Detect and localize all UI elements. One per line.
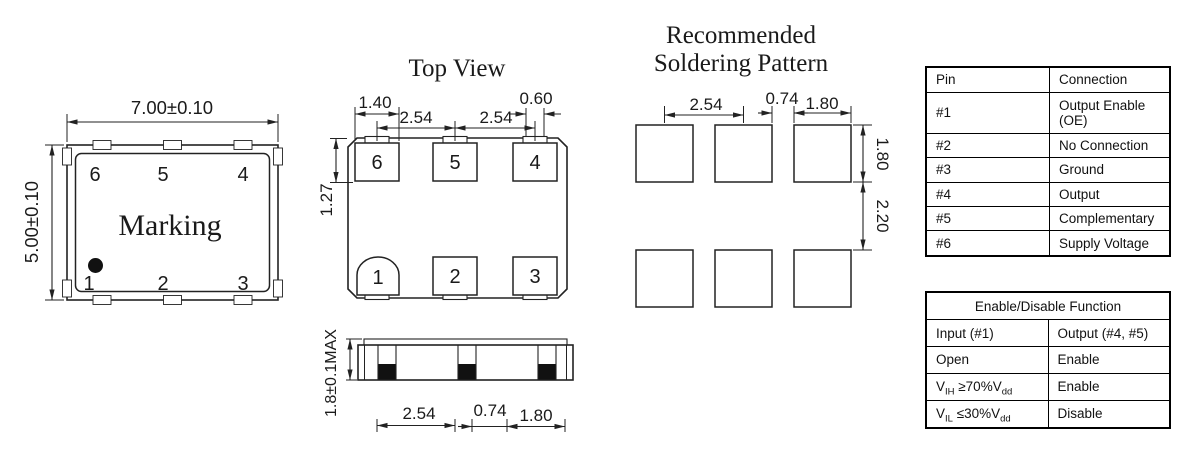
- side-view-drawing: 1.8±0.1MAX 2.54 0.74 1.80: [323, 329, 574, 432]
- dim-notch-width: 0.60: [509, 89, 561, 137]
- input-condition-cell: VIL ≤30%Vdd: [925, 399, 1049, 429]
- pin-number-cell: #3: [925, 157, 1050, 183]
- dim-land-gap-label: 0.74: [765, 89, 798, 108]
- pin-3-label: 3: [237, 273, 248, 295]
- table-row: Open Enable: [925, 346, 1171, 374]
- output-state-cell: Enable: [1047, 372, 1171, 401]
- pin-connection-cell: Supply Voltage: [1049, 230, 1171, 257]
- enable-disable-table: Enable/Disable Function Input (#1) Outpu…: [925, 291, 1171, 429]
- dim-land-pitch-label: 2.54: [689, 95, 722, 114]
- dim-pad-width-label: 1.40: [358, 93, 391, 112]
- dim-side-pitch-label: 2.54: [402, 404, 435, 423]
- table-row: #4 Output: [925, 181, 1171, 207]
- dim-package-height-label: 5.00±0.10: [21, 181, 42, 263]
- pad-4: [512, 142, 558, 182]
- input-condition-cell: Open: [925, 346, 1049, 374]
- soldering-pads: [635, 124, 852, 308]
- table-row: #2 No Connection: [925, 132, 1171, 159]
- dim-package-width: 7.00±0.10: [66, 97, 279, 142]
- output-state-cell: Disable: [1047, 399, 1171, 429]
- top-view-pad-2-label: 2: [449, 266, 460, 288]
- dim-row-gap-label: 2.20: [873, 199, 892, 232]
- pin-number-cell: #6: [925, 230, 1050, 257]
- pin-number-cell: #4: [925, 181, 1050, 207]
- top-view-title: Top View: [409, 55, 506, 82]
- dim-package-width-label: 7.00±0.10: [131, 97, 213, 118]
- soldering-title-line1: Recommended: [666, 22, 816, 49]
- pad-5: [432, 142, 478, 182]
- table-row: VIL ≤30%Vdd Disable: [925, 399, 1171, 429]
- dim-notch-width-label: 0.60: [519, 89, 552, 108]
- table-row: #6 Supply Voltage: [925, 230, 1171, 257]
- dim-pad-pitch: 2.54 2.54: [376, 108, 536, 141]
- pin-connection-cell: Ground: [1049, 157, 1171, 183]
- pin-1-label: 1: [83, 273, 94, 295]
- marking-label: Marking: [118, 209, 221, 242]
- table-row: VIH ≥70%Vdd Enable: [925, 372, 1171, 401]
- dim-pitch-left-label: 2.54: [399, 108, 432, 127]
- dim-side-gap-label: 0.74: [473, 401, 506, 420]
- table-header-row: Pin Connection: [925, 66, 1171, 93]
- castellation-notches: [62, 140, 283, 305]
- dim-pad-height-label: 1.27: [317, 183, 336, 216]
- enable-table-title: Enable/Disable Function: [925, 291, 1171, 321]
- side-view-castellations: [377, 345, 557, 380]
- package-outline-drawing: 7.00±0.10 5.00±0.10 6 5 4 1: [21, 97, 283, 305]
- pin-6-label: 6: [89, 164, 100, 186]
- dim-pad-width: 1.40: [354, 93, 400, 141]
- pin-connection-cell: Complementary: [1049, 205, 1171, 232]
- table-header-row: Input (#1) Output (#4, #5): [925, 319, 1171, 348]
- pin-number-cell: #1: [925, 91, 1050, 134]
- dim-land-pitch: 2.54: [664, 95, 744, 123]
- table-title-row: Enable/Disable Function: [925, 291, 1171, 321]
- dim-land-vertical: 1.80 2.20: [853, 124, 892, 251]
- dim-package-height: 5.00±0.10: [21, 144, 64, 301]
- top-view-drawing: Top View 6 5 4 1 2 3 1.40: [317, 55, 568, 301]
- pin-1-index-dot: [88, 258, 103, 273]
- top-view-pad-6-label: 6: [371, 152, 382, 174]
- dim-land-width-label: 1.80: [805, 94, 838, 113]
- table-row: #1 Output Enable (OE): [925, 91, 1171, 134]
- pin-connection-table: Pin Connection #1 Output Enable (OE) #2 …: [925, 66, 1171, 257]
- input-condition-cell: VIH ≥70%Vdd: [925, 372, 1049, 401]
- top-view-pad-3-label: 3: [529, 266, 540, 288]
- dim-side-height: 1.8±0.1MAX: [323, 329, 362, 417]
- pin-number-cell: #2: [925, 132, 1050, 159]
- pin-connection-cell: Output: [1049, 181, 1171, 207]
- output-column-header: Output (#4, #5): [1047, 319, 1171, 348]
- pin-number-cell: #5: [925, 205, 1050, 232]
- dim-side-height-label: 1.8±0.1MAX: [323, 329, 340, 417]
- package-cavity: [74, 152, 271, 293]
- dim-land-gap: 0.74: [758, 89, 808, 123]
- input-column-header: Input (#1): [925, 319, 1049, 348]
- pin-2-label: 2: [157, 273, 168, 295]
- pad-3: [512, 256, 558, 296]
- pin-connection-cell: Output Enable (OE): [1049, 91, 1171, 134]
- output-state-cell: Enable: [1047, 346, 1171, 374]
- dim-side-bottom: 2.54 0.74 1.80: [376, 401, 566, 432]
- table-row: #3 Ground: [925, 157, 1171, 183]
- dim-land-height-label: 1.80: [873, 137, 892, 170]
- pin-column-header: Pin: [925, 66, 1050, 93]
- pad-1-dome: [356, 256, 400, 296]
- dim-land-width: 1.80: [794, 94, 852, 123]
- soldering-title-line2: Soldering Pattern: [654, 50, 829, 77]
- dim-pitch-right-label: 2.54: [479, 108, 512, 127]
- dim-side-pad-label: 1.80: [519, 406, 552, 425]
- pin-connection-cell: No Connection: [1049, 132, 1171, 159]
- pin-4-label: 4: [237, 164, 248, 186]
- pin-5-label: 5: [157, 164, 168, 186]
- top-view-pad-5-label: 5: [449, 152, 460, 174]
- dim-pad-height: 1.27: [317, 138, 353, 217]
- pad-2: [432, 256, 478, 296]
- top-view-pad-4-label: 4: [529, 152, 540, 174]
- table-row: #5 Complementary: [925, 205, 1171, 232]
- connection-column-header: Connection: [1049, 66, 1171, 93]
- soldering-pattern-drawing: Recommended Soldering Pattern 2.54 0.74: [635, 22, 892, 308]
- top-view-pad-1-label: 1: [372, 267, 383, 289]
- pad-6: [354, 142, 400, 182]
